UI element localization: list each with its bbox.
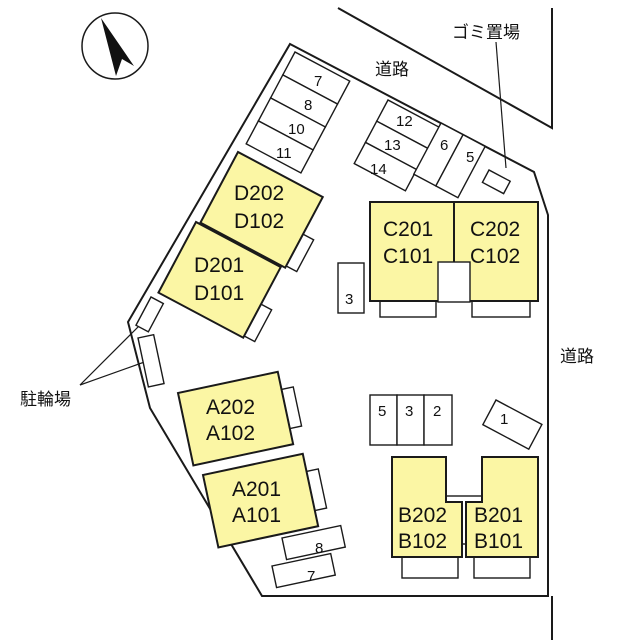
road-top-edge (337, 7, 553, 130)
parking-space-7 (281, 524, 347, 561)
parking-group-10-11 (412, 122, 487, 199)
north-arrow-icon (81, 12, 149, 80)
unit-d102: D102 (234, 210, 284, 233)
parking-group-12-14 (353, 99, 441, 192)
parking-space-18 (245, 119, 315, 174)
building-b-left-annex (401, 555, 459, 579)
parking-group-15-18 (245, 51, 351, 174)
unit-b201: B201 (474, 504, 523, 527)
parking-label-17: 10 (288, 121, 305, 138)
unit-a202: A202 (206, 396, 255, 419)
parking-label-14: 14 (370, 161, 387, 178)
garbage-leader-line (495, 41, 507, 169)
bicycle-leader-line-lower (79, 359, 151, 386)
parking-space-5 (369, 394, 398, 446)
parking-label-6: 7 (307, 568, 315, 585)
unit-a102: A102 (206, 422, 255, 445)
parking-label-12: 12 (396, 113, 413, 130)
garbage-area-label: ゴミ置場 (452, 22, 520, 43)
unit-c101: C101 (383, 245, 433, 268)
unit-d101: D101 (194, 282, 244, 305)
building-b-right (465, 456, 539, 558)
building-c-right-annex (471, 299, 531, 318)
bicycle-rack-lower (137, 333, 165, 388)
unit-c202: C202 (470, 218, 520, 241)
building-c-gap (437, 261, 471, 303)
building-d-upper (199, 150, 325, 273)
road-label-top: 道路 (375, 60, 409, 80)
parking-space-6 (271, 552, 337, 589)
parking-label-16: 8 (304, 97, 312, 114)
building-a-lower (201, 452, 328, 549)
building-b-right-annex (473, 555, 531, 579)
unit-a101: A101 (232, 504, 281, 527)
unit-b101: B101 (474, 530, 523, 553)
building-b-left (391, 456, 463, 558)
parking-space-14 (353, 141, 418, 192)
parking-label-7: 8 (315, 540, 323, 557)
parking-space-2 (423, 394, 453, 446)
parking-space-10 (434, 133, 487, 199)
parking-label-11: 6 (440, 137, 448, 154)
parking-label-3: 3 (405, 403, 413, 420)
building-c-left-annex (379, 299, 437, 318)
parking-space-1 (481, 399, 543, 451)
parking-label-8: 3 (345, 291, 353, 308)
parking-label-15: 7 (314, 73, 322, 90)
bicycle-parking-label: 駐輪場 (20, 390, 71, 410)
unit-d201: D201 (194, 254, 244, 277)
unit-b202: B202 (398, 504, 447, 527)
parking-label-18: 11 (276, 145, 292, 162)
unit-b102: B102 (398, 530, 447, 553)
unit-c102: C102 (470, 245, 520, 268)
unit-d202: D202 (234, 182, 284, 205)
unit-c201: C201 (383, 218, 433, 241)
building-a-upper (176, 370, 303, 467)
parking-space-8 (337, 262, 365, 314)
bicycle-rack-upper (135, 296, 165, 333)
road-label-right: 道路 (560, 347, 594, 367)
parking-label-5: 5 (378, 403, 386, 420)
garbage-box (481, 169, 512, 195)
parking-label-13: 13 (384, 137, 401, 154)
parking-label-1: 1 (500, 411, 508, 428)
parking-label-10: 5 (466, 149, 474, 166)
building-d-lower (157, 220, 283, 343)
parking-label-2: 2 (433, 403, 441, 420)
unit-a201: A201 (232, 478, 281, 501)
